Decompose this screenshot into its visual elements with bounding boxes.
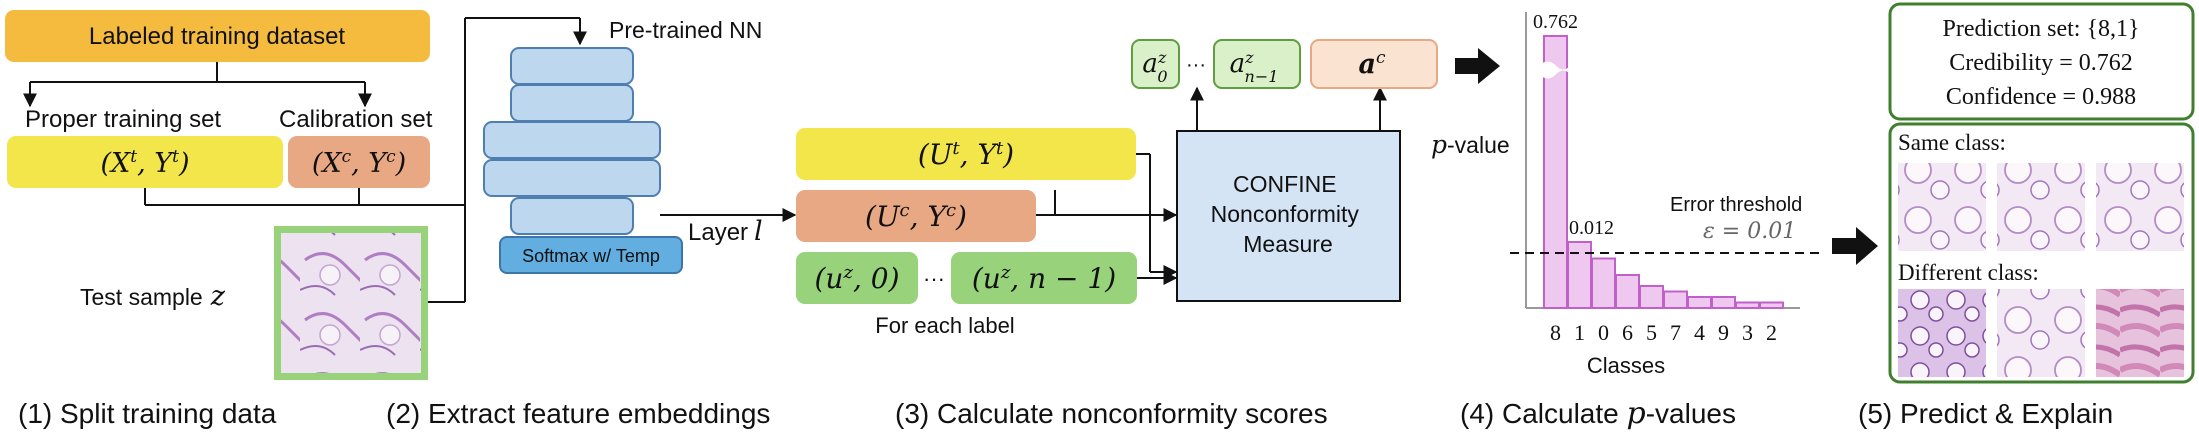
same-class-label: Same class: <box>1898 130 2006 155</box>
ac-box <box>1310 39 1438 89</box>
bar-3 <box>1735 301 1760 309</box>
uz-dots: ··· <box>923 266 945 291</box>
chart-data-labels: 0.762 0.012 <box>1533 11 1614 239</box>
data-label-8: 0.762 <box>1533 11 1578 33</box>
bar-4 <box>1687 296 1712 309</box>
uz0-math: (uz, 0) <box>815 262 900 296</box>
chart-bars <box>1539 35 1784 309</box>
different-class-label: Different class: <box>1898 260 2039 285</box>
credibility-text: Credibility = 0.762 <box>1949 50 2133 76</box>
bar-2 <box>1759 301 1784 309</box>
axis-break <box>1539 61 1572 79</box>
prediction-set-text: Prediction set: {8,1} <box>1942 16 2139 42</box>
tick-label-3: 3 <box>1742 320 1753 345</box>
classes-xlabel: Classes <box>1587 353 1665 378</box>
tick-label-4: 4 <box>1694 320 1705 345</box>
pvalue-ylabel: p-value <box>1431 130 1510 159</box>
uz0-box <box>796 252 918 304</box>
different-class-image-3 <box>2096 289 2184 377</box>
confine-output-connectors <box>1190 86 1387 131</box>
same-class-image-3 <box>2096 163 2184 251</box>
a0-box <box>1131 39 1180 89</box>
nn-layer-3 <box>483 121 661 159</box>
calibration-box <box>288 136 430 188</box>
calibration-label: Calibration set <box>279 106 433 133</box>
step3-caption: (3) Calculate nonconformity scores <box>895 398 1328 429</box>
same-class-image-1 <box>1898 163 1986 251</box>
step4-caption: (4) Calculate p-values <box>1460 396 1736 431</box>
error-threshold-label: Error threshold <box>1670 194 1802 216</box>
step5-caption: (5) Predict & Explain <box>1858 398 2113 429</box>
nn-layer-4 <box>483 159 661 197</box>
calibration-math: (Xc, Yc) <box>312 147 406 179</box>
proper-training-math: (Xt, Yt) <box>101 147 190 179</box>
bar-0 <box>1591 257 1616 309</box>
labeled-dataset-box <box>5 10 430 62</box>
nn-layer-1 <box>510 47 634 85</box>
confine-input-connectors <box>1036 153 1178 285</box>
tick-label-0: 0 <box>1598 320 1609 345</box>
softmax-box <box>499 236 683 274</box>
tick-label-5: 5 <box>1646 320 1657 345</box>
data-label-1: 0.012 <box>1569 217 1614 239</box>
step1-caption: (1) Split training data <box>18 398 277 429</box>
big-arrow-to-predict <box>1832 227 1878 265</box>
step1-to-nn-connectors <box>144 17 587 303</box>
tick-label-9: 9 <box>1718 320 1729 345</box>
an-box <box>1213 39 1301 89</box>
bar-7 <box>1663 290 1688 309</box>
step5-predict-explain: Prediction set: {8,1} Credibility = 0.76… <box>1858 2 2195 429</box>
bar-1 <box>1567 241 1592 309</box>
pretrained-nn-label: Pre-trained NN <box>609 17 762 43</box>
different-class-image-2 <box>1997 289 2085 377</box>
split-connector <box>23 62 372 108</box>
for-each-label: For each label <box>875 313 1014 338</box>
ut-box <box>796 128 1136 180</box>
labeled-dataset-label: Labeled training dataset <box>89 23 346 50</box>
nn-layer-2 <box>510 84 634 122</box>
proper-training-label: Proper training set <box>25 106 221 133</box>
epsilon-label: ε = 0.01 <box>1703 219 1796 244</box>
big-arrow-to-pvalues <box>1455 48 1500 84</box>
different-class-image-1 <box>1898 289 1986 377</box>
test-sample-image <box>281 233 421 373</box>
ac-math: ac <box>1358 48 1386 80</box>
step3-nonconformity: (Ut, Yt) (Uc, Yc) (uz, 0) ··· (uz, n − 1… <box>796 39 1438 429</box>
step1-split-training-data: Labeled training dataset Proper training… <box>5 10 433 429</box>
confidence-text: Confidence = 0.988 <box>1946 84 2136 110</box>
same-class-image-2 <box>1997 163 2085 251</box>
tick-label-2: 2 <box>1766 320 1777 345</box>
bar-9 <box>1711 296 1736 309</box>
tick-label-1: 1 <box>1574 320 1585 345</box>
tick-label-8: 8 <box>1550 320 1561 345</box>
uzn-box <box>951 252 1137 304</box>
bar-6 <box>1615 274 1640 309</box>
tick-label-7: 7 <box>1670 320 1681 345</box>
bar-8 <box>1543 35 1568 309</box>
softmax-label: Softmax w/ Temp <box>522 246 660 266</box>
tick-label-6: 6 <box>1622 320 1633 345</box>
a-dots: ··· <box>1186 54 1206 76</box>
ut-math: (Ut, Yt) <box>918 138 1014 172</box>
uzn-math: (uz, n − 1) <box>972 262 1116 296</box>
proper-training-box <box>7 136 283 188</box>
confine-box <box>1176 130 1401 302</box>
prediction-summary-box <box>1888 2 2195 121</box>
uc-math: (Uc, Yc) <box>865 200 967 234</box>
nn-layer-5 <box>510 197 634 235</box>
bar-5 <box>1639 285 1664 309</box>
uc-box <box>796 190 1036 242</box>
confine-label: CONFINE Nonconformity Measure <box>1211 171 1366 257</box>
step2-caption: (2) Extract feature embeddings <box>386 398 770 429</box>
